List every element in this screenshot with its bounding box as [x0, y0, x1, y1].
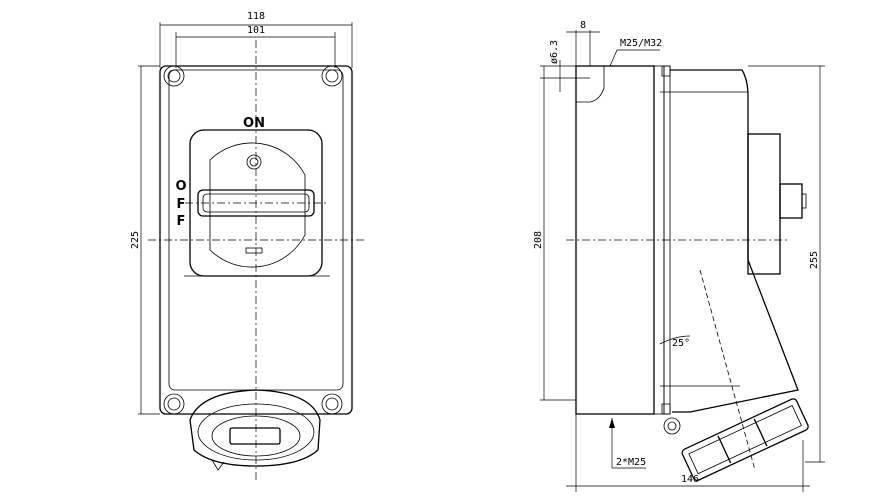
side-view: 8 ø6.3 M25/M32 25° 208 255 [533, 20, 825, 492]
dim-208: 208 [533, 231, 544, 249]
bottom-entries-label: 2*M25 [616, 457, 646, 468]
dim-225: 225 [130, 231, 141, 249]
angle-label: 25° [672, 338, 690, 349]
entry-thread-label: M25/M32 [620, 38, 662, 49]
dim-101: 101 [247, 25, 265, 36]
label-off-f1: F [177, 197, 186, 212]
dim-146: 146 [681, 474, 699, 485]
label-off-o: O [175, 179, 186, 194]
label-off-f2: F [177, 214, 186, 229]
dim-hole: ø6.3 [549, 40, 560, 64]
front-view: 118 101 225 ON O F F [130, 11, 366, 480]
dim-255: 255 [809, 251, 820, 269]
label-on: ON [243, 116, 265, 131]
dim-8: 8 [580, 20, 586, 31]
dim-118: 118 [247, 11, 265, 22]
